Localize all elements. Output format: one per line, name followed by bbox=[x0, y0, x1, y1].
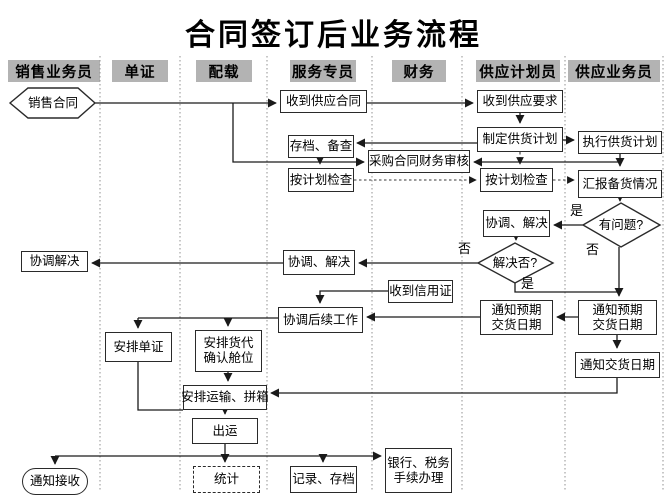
node-resolved-question: 解决否? bbox=[492, 255, 538, 270]
node-notify-delivery-date: 通知交货日期 bbox=[575, 352, 660, 378]
node-arrange-documents: 安排单证 bbox=[105, 332, 172, 362]
node-sales-contract: 销售合同 bbox=[27, 95, 78, 110]
node-bank-tax-procedures: 银行、税务 手续办理 bbox=[385, 448, 452, 493]
lane-header-service: 服务专员 bbox=[290, 60, 356, 82]
node-coordinate-resolve-sales: 协调解决 bbox=[21, 251, 88, 272]
node-receive-supply-request: 收到供应要求 bbox=[477, 90, 563, 113]
node-make-supply-plan: 制定供货计划 bbox=[477, 127, 563, 152]
node-coordinate-followup-work: 协调后续工作 bbox=[278, 307, 363, 333]
node-archive-reference: 存档、备查 bbox=[288, 135, 354, 158]
node-purchase-contract-finance-audit: 采购合同财务审核 bbox=[368, 150, 470, 173]
page-title: 合同签订后业务流程 bbox=[185, 19, 482, 52]
label-problem-yes: 是 bbox=[570, 203, 584, 218]
node-check-per-plan-planner: 按计划检查 bbox=[480, 168, 553, 192]
label-problem-no: 否 bbox=[586, 242, 600, 257]
node-execute-supply-plan: 执行供货计划 bbox=[578, 131, 662, 154]
lane-header-loading: 配载 bbox=[196, 60, 252, 82]
node-arrange-transport-consolidation: 安排运输、拼箱 bbox=[181, 385, 269, 410]
lane-header-supply-planner: 供应计划员 bbox=[476, 60, 560, 82]
lane-header-supply-sales: 供应业务员 bbox=[568, 60, 660, 82]
node-notify-expected-delivery-planner: 通知预期 交货日期 bbox=[480, 300, 553, 335]
node-coordinate-resolve-planner: 协调、解决 bbox=[483, 210, 550, 237]
node-receive-supply-contract: 收到供应合同 bbox=[280, 90, 367, 113]
label-resolve-yes: 是 bbox=[521, 276, 535, 291]
node-shipment: 出运 bbox=[192, 418, 258, 444]
lane-separators bbox=[99, 56, 664, 492]
node-arrange-forwarder-confirm-space: 安排货代 确认舱位 bbox=[195, 330, 262, 372]
lane-header-finance: 财务 bbox=[392, 60, 446, 82]
node-check-per-plan-service: 按计划检查 bbox=[288, 168, 354, 192]
lane-header-documentation: 单证 bbox=[112, 60, 168, 82]
node-notify-receipt: 通知接收 bbox=[22, 468, 88, 495]
lane-header-sales: 销售业务员 bbox=[8, 60, 100, 82]
node-record-archive: 记录、存档 bbox=[290, 466, 357, 493]
node-notify-expected-delivery-supplier: 通知预期 交货日期 bbox=[578, 300, 657, 335]
node-receive-letter-of-credit: 收到信用证 bbox=[388, 280, 453, 303]
label-resolve-no: 否 bbox=[458, 241, 472, 256]
node-report-stock-status: 汇报备货情况 bbox=[578, 170, 662, 198]
node-any-problem-question: 有问题? bbox=[598, 217, 644, 232]
node-statistics: 统计 bbox=[193, 466, 260, 493]
node-coordinate-resolve-service: 协调、解决 bbox=[283, 250, 355, 275]
